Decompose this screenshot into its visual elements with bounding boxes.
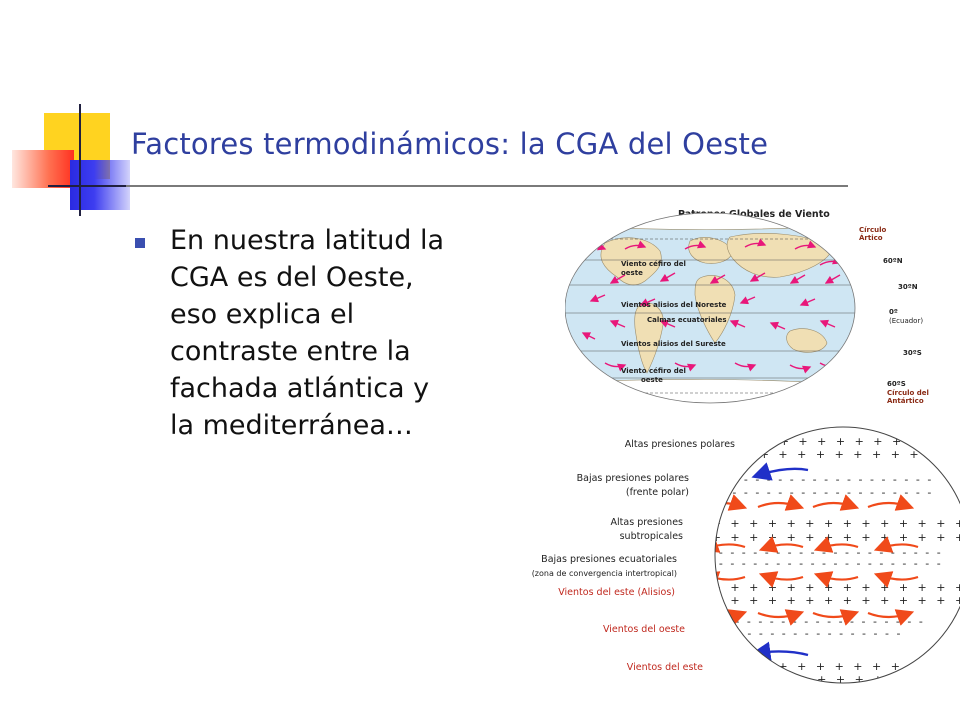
map-label-cefiro-n-1: Viento céfiro del — [621, 260, 686, 268]
label-frente-polar: (frente polar) — [626, 487, 689, 498]
map-lat-antartico: Antártico — [887, 397, 924, 405]
svg-text:+ + + + + + + +: + + + + + + + + — [761, 435, 904, 448]
label-vientos-este: Vientos del este — [627, 662, 703, 673]
label-bajas-polares: Bajas presiones polares — [577, 473, 689, 484]
arrow-polar-easterly-s — [751, 641, 809, 661]
svg-text:- - - - - - - - - - - - - - -: - - - - - - - - - - - - - - - - - — [713, 627, 902, 640]
map-lat-artico: Ártico — [859, 233, 883, 242]
svg-text:+ + + + + + + + + + + + + + +: + + + + + + + + + + + + + + + + + + + + — [693, 517, 960, 530]
svg-text:+ + + + + + + + + + + + + + +: + + + + + + + + + + + + + + + + + + + + — [693, 581, 960, 594]
label-subtropicales: subtropicales — [620, 531, 683, 542]
decor-red-bar — [12, 150, 74, 188]
westerly-arrows-n — [715, 494, 915, 511]
label-zci: (zona de convergencia intertropical) — [532, 569, 677, 578]
label-bajas-ecuatoriales: Bajas presiones ecuatoriales — [541, 554, 677, 565]
trade-wind-arrows — [715, 536, 919, 588]
svg-text:- - - - - - - - - - - - - - -: - - - - - - - - - - - - - - - - - - - - … — [698, 486, 933, 499]
map-lat-30n: 30ºN — [898, 283, 918, 291]
map-lat-60n: 60ºN — [883, 257, 903, 265]
bullet-text: En nuestra latitud la CGA es del Oeste, … — [170, 225, 445, 441]
label-altas-polares: Altas presiones polares — [625, 439, 735, 450]
label-altas-presiones: Altas presiones — [611, 517, 683, 528]
map-lat-0: 0º — [889, 308, 898, 316]
map-lat-ecuador: (Ecuador) — [889, 317, 923, 325]
svg-text:+ + + + + + + + + + + + + + +: + + + + + + + + + + + + + + + + + + + + — [693, 531, 960, 544]
map-label-alisios-se: Vientos alisios del Sureste — [621, 340, 726, 348]
pressure-belts-diagram: + + + + + + + + + + + + + + + + + + + + … — [532, 426, 960, 686]
map-heading: Patrones Globales de Viento — [678, 209, 830, 220]
label-vientos-oeste: Vientos del oeste — [603, 624, 685, 635]
map-label-cefiro-s-1: Viento céfiro del — [621, 367, 686, 375]
svg-text:+ + + + + + + +: + + + + + + + + — [761, 673, 904, 686]
svg-text:- - - - - - - - - - - - - - -: - - - - - - - - - - - - - - - - - - - - … — [698, 473, 933, 486]
decor-vertical-line — [79, 104, 81, 216]
arrow-polar-easterly-n — [751, 462, 809, 481]
map-label-alisios-ne: Vientos alisios del Noreste — [621, 301, 727, 309]
map-lat-60s: 60ºS — [887, 380, 906, 388]
decor-underline-dark — [48, 185, 126, 187]
svg-text:+ + + + + + + + + + + +: + + + + + + + + + + + + — [741, 448, 959, 461]
map-label-calmas: Calmas ecuatoriales — [647, 316, 727, 324]
map-lat-30s: 30ºS — [903, 349, 922, 357]
svg-text:+ + + + + + + + + + + + + + +: + + + + + + + + + + + + + + + + + + + + — [693, 594, 960, 607]
slide-title: Factores termodinámicos: la CGA del Oest… — [131, 127, 769, 161]
map-label-cefiro-s-2: oeste — [641, 376, 663, 384]
svg-text:- - - - - - - - - - - - - - -: - - - - - - - - - - - - - - - - - - - - — [701, 615, 925, 628]
global-wind-map: Patrones Globales de Viento — [565, 209, 929, 405]
svg-text:- - - - - - - - - - - - - - -: - - - - - - - - - - - - - - - - - - - - … — [673, 557, 943, 570]
map-label-cefiro-n-2: oeste — [621, 269, 643, 277]
svg-text:+ + + + + + + + + + + +: + + + + + + + + + + + + — [741, 660, 959, 673]
map-lat-circulo: Círculo — [859, 226, 887, 234]
title-underline — [48, 185, 848, 187]
map-lat-circulo-del: Círculo del — [887, 389, 929, 397]
label-vientos-este-alisios: Vientos del este (Alisios) — [558, 587, 675, 598]
bullet-square-icon — [135, 238, 145, 248]
